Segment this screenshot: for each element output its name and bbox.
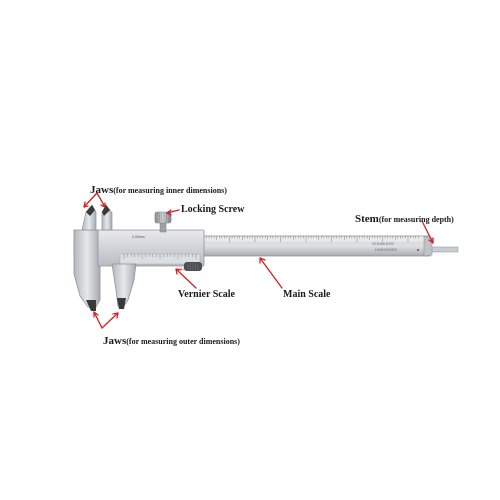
maker-mark-line2: HARDENED [375, 247, 398, 252]
label-jaws-inner: Jaws(for measuring inner dimensions) [90, 181, 227, 197]
locking-screw-stem [159, 221, 167, 233]
sliding-outer-jaw [111, 263, 137, 307]
label-locking-screw: Locking Screw [181, 204, 245, 215]
arrow-jaws-inner-right [96, 192, 106, 208]
arrow-jaws-inner-left-head [83, 201, 89, 208]
fixed-jaw-head [73, 229, 101, 308]
label-jaws-outer-main: Jaws [103, 335, 127, 347]
slider-text: 0.05mm [132, 235, 145, 239]
locking-screw-knurl [157, 213, 169, 222]
label-stem-main: Stem [355, 213, 379, 225]
arrow-stem-head [428, 237, 434, 244]
arrow-vernier-head [175, 268, 182, 275]
vernier-scale-ticks [123, 254, 197, 259]
arrow-jaws-outer-right [101, 312, 119, 329]
label-jaws-inner-main: Jaws [90, 184, 114, 196]
label-stem-sub: (for measuring depth) [378, 215, 454, 224]
beam-dot [417, 249, 419, 251]
arrow-main-scale-head [259, 257, 266, 264]
label-jaws-outer-sub: (for measuring outer dimensions) [126, 337, 240, 346]
label-vernier-scale: Vernier Scale [178, 289, 235, 300]
sliding-inner-jaw-tip [102, 205, 110, 216]
arrow-jaws-outer-right-head [112, 312, 119, 319]
label-jaws-inner-sub: (for measuring inner dimensions) [113, 186, 227, 195]
thumb-grip-ridges [187, 263, 199, 270]
arrow-locking-screw [166, 209, 180, 214]
maker-mark-line1: STAINLESS [372, 241, 394, 246]
vernier-text: 1/128in [178, 267, 190, 271]
callout-arrows [83, 192, 434, 329]
arrow-locking-screw-head [166, 209, 172, 216]
sliding-outer-jaw-tip [117, 298, 126, 309]
fixed-inner-jaw-tip [86, 205, 95, 216]
arrow-main-scale [259, 257, 283, 289]
arrow-stem [421, 220, 434, 244]
label-jaws-outer: Jaws(for measuring outer dimensions) [103, 332, 240, 348]
label-stem: Stem(for measuring depth) [355, 210, 454, 226]
label-main-scale: Main Scale [283, 289, 331, 300]
main-scale-ticks [203, 236, 419, 242]
arrow-jaws-inner-left [83, 192, 98, 208]
arrow-jaws-outer-left-head [93, 311, 99, 318]
locking-screw-knob [154, 211, 172, 224]
arrow-jaws-inner-right-head [100, 202, 106, 208]
fixed-outer-jaw-tip [86, 300, 96, 311]
arrow-jaws-outer-left [93, 311, 103, 329]
arrow-vernier [175, 268, 197, 289]
